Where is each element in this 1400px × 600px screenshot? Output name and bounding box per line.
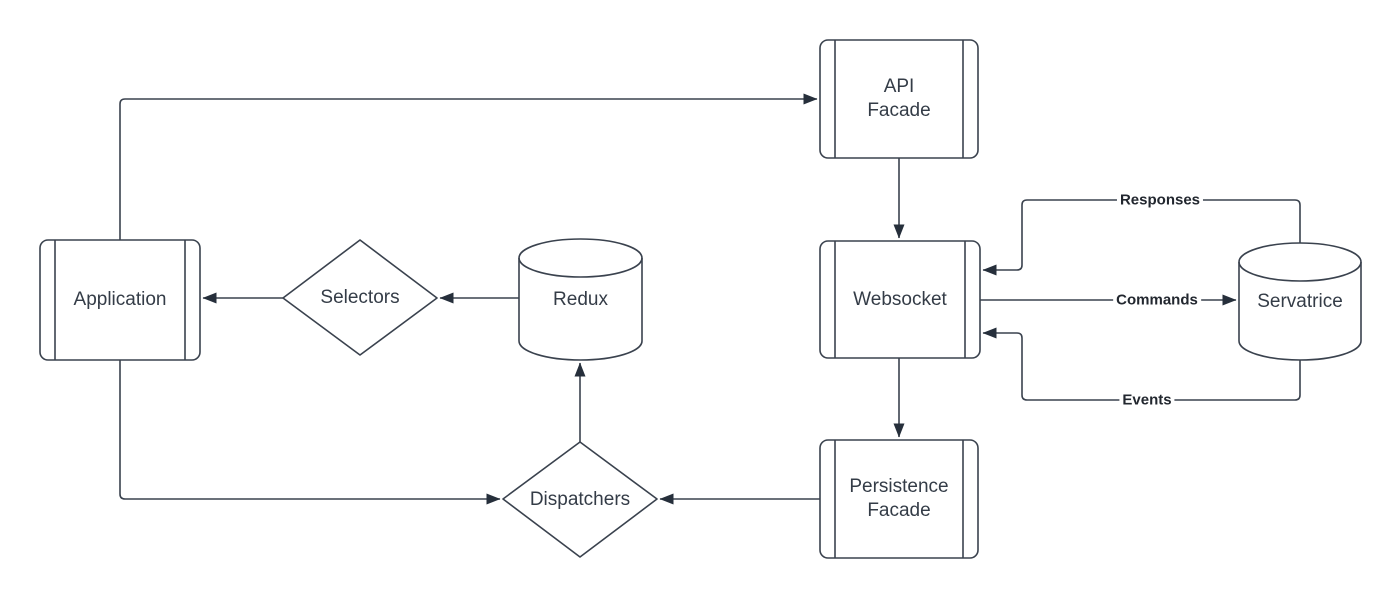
node-persistence-facade — [819, 439, 979, 559]
node-websocket — [819, 240, 981, 359]
node-selectors — [282, 239, 438, 356]
edge-responses-servatrice-to-websocket — [982, 199, 1301, 276]
node-servatrice — [1238, 242, 1362, 361]
node-api-facade — [819, 39, 979, 159]
edge-application-to-dispatchers — [119, 360, 501, 505]
node-dispatchers — [502, 441, 658, 558]
edge-events-servatrice-to-websocket — [982, 327, 1301, 401]
node-redux — [518, 238, 643, 361]
edge-application-to-api-facade — [119, 93, 818, 240]
node-application — [39, 239, 201, 361]
